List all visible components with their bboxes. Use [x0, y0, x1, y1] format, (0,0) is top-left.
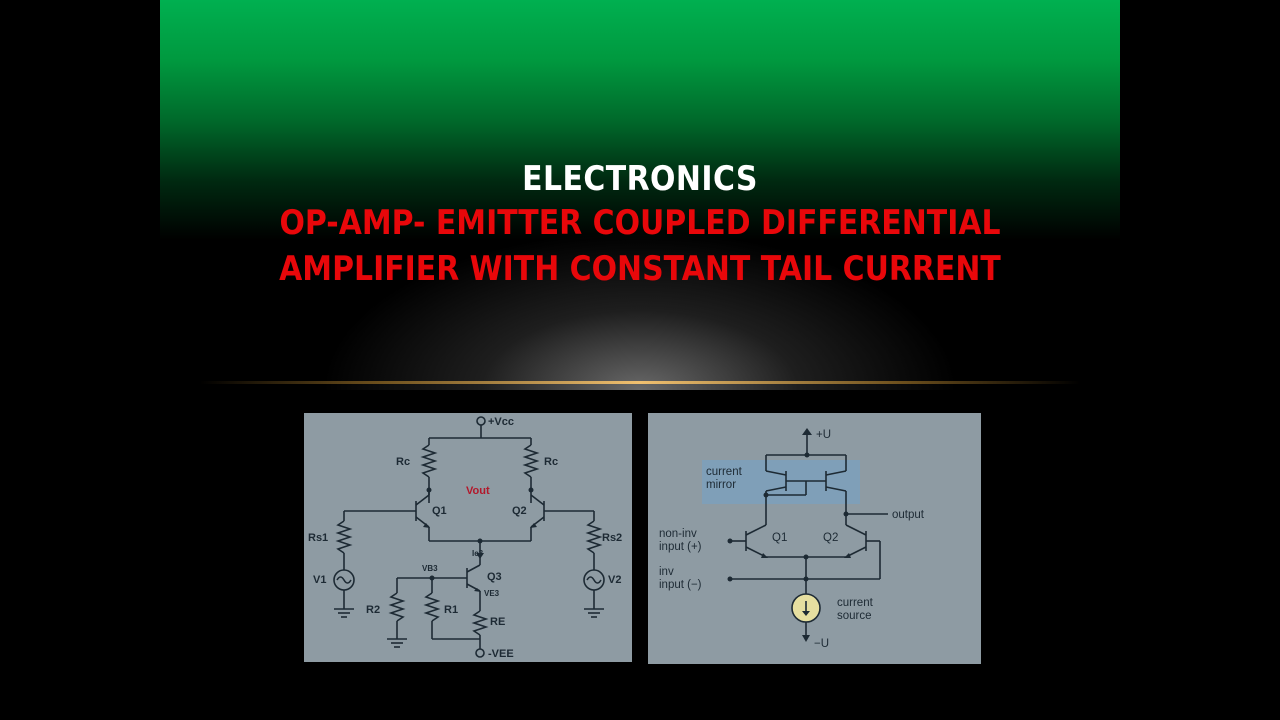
r1-resistor — [423, 592, 441, 622]
q1-label-right: Q1 — [772, 532, 787, 544]
schematic-right-svg: +U current mirror output non-inv input (… — [659, 428, 925, 650]
rs1-resistor — [335, 520, 353, 554]
rc-left-label: Rc — [396, 456, 410, 468]
vcc-terminal — [476, 416, 486, 426]
slide: ELECTRONICS OP-AMP- EMITTER COUPLED DIFF… — [160, 0, 1120, 720]
vb3-label: VB3 — [422, 564, 438, 573]
r2-resistor — [388, 592, 406, 622]
inv-label-2: input (−) — [659, 579, 702, 591]
header-gradient — [160, 0, 1120, 240]
minus-u-label: −U — [814, 638, 829, 650]
re-resistor — [471, 610, 489, 636]
rs2-label: Rs2 — [602, 532, 622, 544]
rs1-label: Rs1 — [308, 532, 328, 544]
vout-label: Vout — [466, 485, 490, 497]
ve3-label: VE3 — [484, 589, 500, 598]
re-label: RE — [490, 616, 505, 628]
current-mirror-diff-pair-schematic: +U current mirror output non-inv input (… — [648, 413, 981, 664]
q3-label: Q3 — [487, 571, 502, 583]
slide-kicker: ELECTRONICS — [522, 159, 758, 199]
title-block: ELECTRONICS OP-AMP- EMITTER COUPLED DIFF… — [218, 158, 1063, 292]
vcc-label: +Vcc — [488, 416, 514, 428]
q1-label: Q1 — [432, 505, 447, 517]
ic3-label: Ic3 — [472, 549, 484, 558]
r1-label: R1 — [444, 604, 458, 616]
slide-title-line-1: OP-AMP- EMITTER COUPLED DIFFERENTIAL — [279, 203, 1001, 243]
v1-label: V1 — [313, 574, 326, 586]
rc-right-resistor — [522, 444, 540, 478]
vee-terminal — [475, 648, 485, 658]
inv-label-1: inv — [659, 566, 674, 578]
divider-rule — [200, 381, 1080, 384]
current-mirror-label-1: current — [706, 466, 743, 478]
non-inv-label-1: non-inv — [659, 528, 697, 540]
schematic-left-svg: +Vcc Rc Rc Vout Q1 Q2 Rs1 Rs2 V1 V2 Q3 R… — [308, 416, 622, 660]
output-label: output — [892, 509, 925, 521]
rc-right-label: Rc — [544, 456, 558, 468]
q2-label: Q2 — [512, 505, 527, 517]
q2-label-right: Q2 — [823, 532, 838, 544]
current-mirror-highlight — [702, 460, 860, 504]
slide-title-line-2: AMPLIFIER WITH CONSTANT TAIL CURRENT — [279, 249, 1001, 289]
rc-left-resistor — [420, 444, 438, 478]
current-source-label-1: current — [837, 597, 874, 609]
vee-label: -VEE — [488, 648, 514, 660]
differential-amplifier-schematic: +Vcc Rc Rc Vout Q1 Q2 Rs1 Rs2 V1 V2 Q3 R… — [304, 413, 632, 662]
rs2-resistor — [585, 520, 603, 554]
r2-label: R2 — [366, 604, 380, 616]
title-glow — [320, 230, 960, 390]
non-inv-label-2: input (+) — [659, 541, 702, 553]
plus-u-label: +U — [816, 429, 831, 441]
v2-label: V2 — [608, 574, 621, 586]
current-source-label-2: source — [837, 610, 872, 622]
current-mirror-label-2: mirror — [706, 479, 736, 491]
